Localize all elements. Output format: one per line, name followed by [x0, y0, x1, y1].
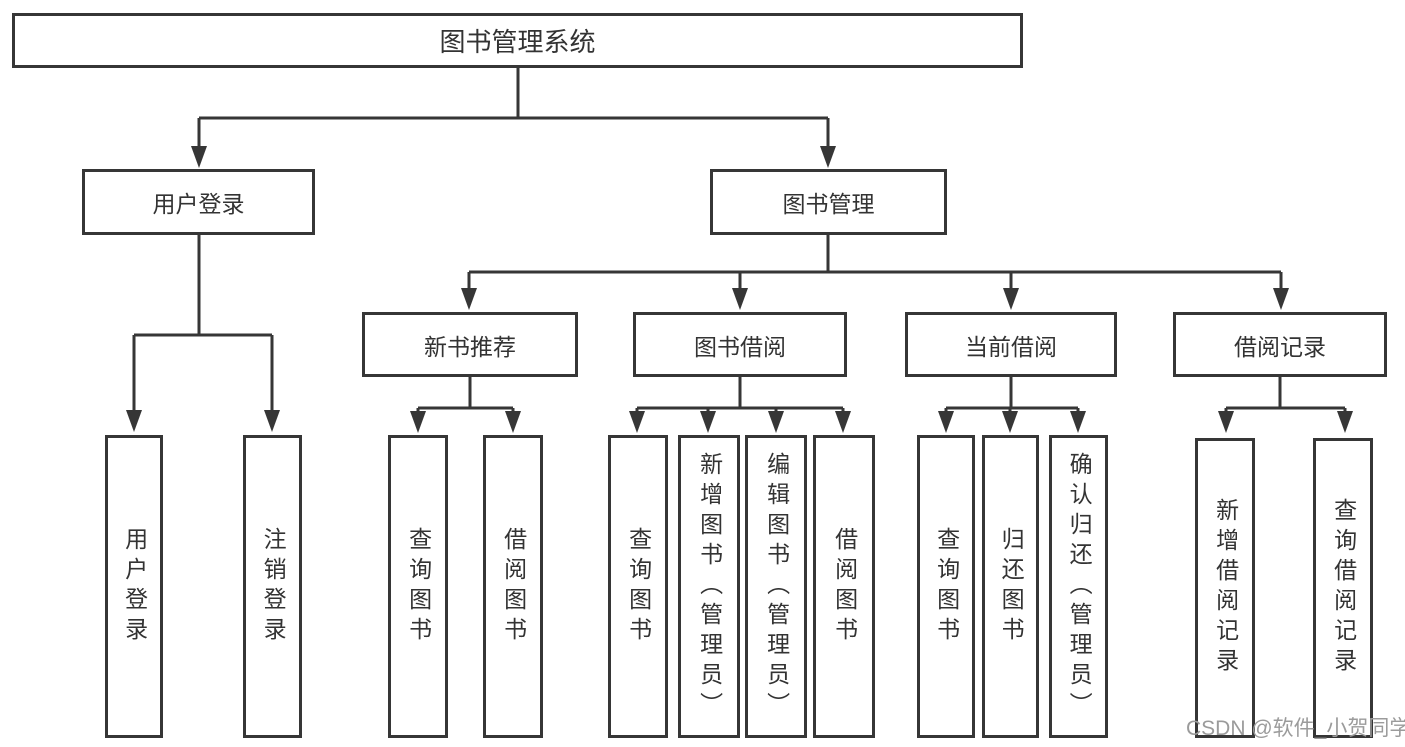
leaf-label: 编辑图书（管理员） — [763, 451, 790, 722]
leaf-label: 查询图书 — [405, 526, 432, 647]
node-borrow-records: 借阅记录 — [1173, 312, 1387, 377]
leaf-label: 用户登录 — [121, 526, 148, 647]
leaf-label: 借阅图书 — [500, 526, 527, 647]
leaf-user-login: 用户登录 — [105, 435, 163, 738]
arrowheads — [126, 146, 1353, 433]
leaf-add-borrow-record: 新增借阅记录 — [1195, 438, 1255, 738]
node-label: 图书借阅 — [694, 333, 786, 360]
leaf-label: 查询图书 — [933, 526, 960, 647]
node-library-management-system: 图书管理系统 — [12, 13, 1023, 68]
leaf-query-borrow-record: 查询借阅记录 — [1313, 438, 1373, 738]
leaf-add-books-admin: 新增图书（管理员） — [678, 435, 740, 738]
node-new-book-recommend: 新书推荐 — [362, 312, 578, 377]
node-book-borrowing: 图书借阅 — [633, 312, 847, 377]
node-label: 图书管理系统 — [439, 27, 596, 57]
leaf-edit-books-admin: 编辑图书（管理员） — [745, 435, 807, 738]
leaf-borrow-books-recommend: 借阅图书 — [483, 435, 543, 738]
leaf-query-books-current: 查询图书 — [917, 435, 975, 738]
leaf-logout: 注销登录 — [243, 435, 302, 738]
node-label: 用户登录 — [152, 191, 245, 217]
node-label: 借阅记录 — [1234, 333, 1326, 360]
node-book-management: 图书管理 — [710, 169, 947, 235]
leaf-label: 注销登录 — [260, 526, 287, 647]
node-label: 新书推荐 — [424, 333, 516, 360]
leaf-label: 新增借阅记录 — [1212, 498, 1239, 678]
node-label: 图书管理 — [782, 191, 875, 217]
leaf-query-books-borrowing: 查询图书 — [608, 435, 668, 738]
leaf-label: 归还图书 — [998, 526, 1025, 647]
leaf-return-books: 归还图书 — [982, 435, 1039, 738]
watermark: CSDN @软件_小贺同学 — [1186, 717, 1405, 740]
leaf-label: 查询借阅记录 — [1330, 498, 1357, 678]
node-current-borrowing: 当前借阅 — [905, 312, 1117, 377]
leaf-label: 查询图书 — [625, 526, 652, 647]
leaf-label: 新增图书（管理员） — [696, 451, 723, 722]
leaf-confirm-return-admin: 确认归还（管理员） — [1049, 435, 1108, 738]
node-label: 当前借阅 — [965, 333, 1057, 360]
leaf-label: 确认归还（管理员） — [1066, 451, 1093, 722]
node-user-login: 用户登录 — [82, 169, 315, 235]
leaf-query-books-recommend: 查询图书 — [388, 435, 448, 738]
leaf-label: 借阅图书 — [831, 526, 858, 647]
leaf-borrow-books-borrowing: 借阅图书 — [813, 435, 875, 738]
